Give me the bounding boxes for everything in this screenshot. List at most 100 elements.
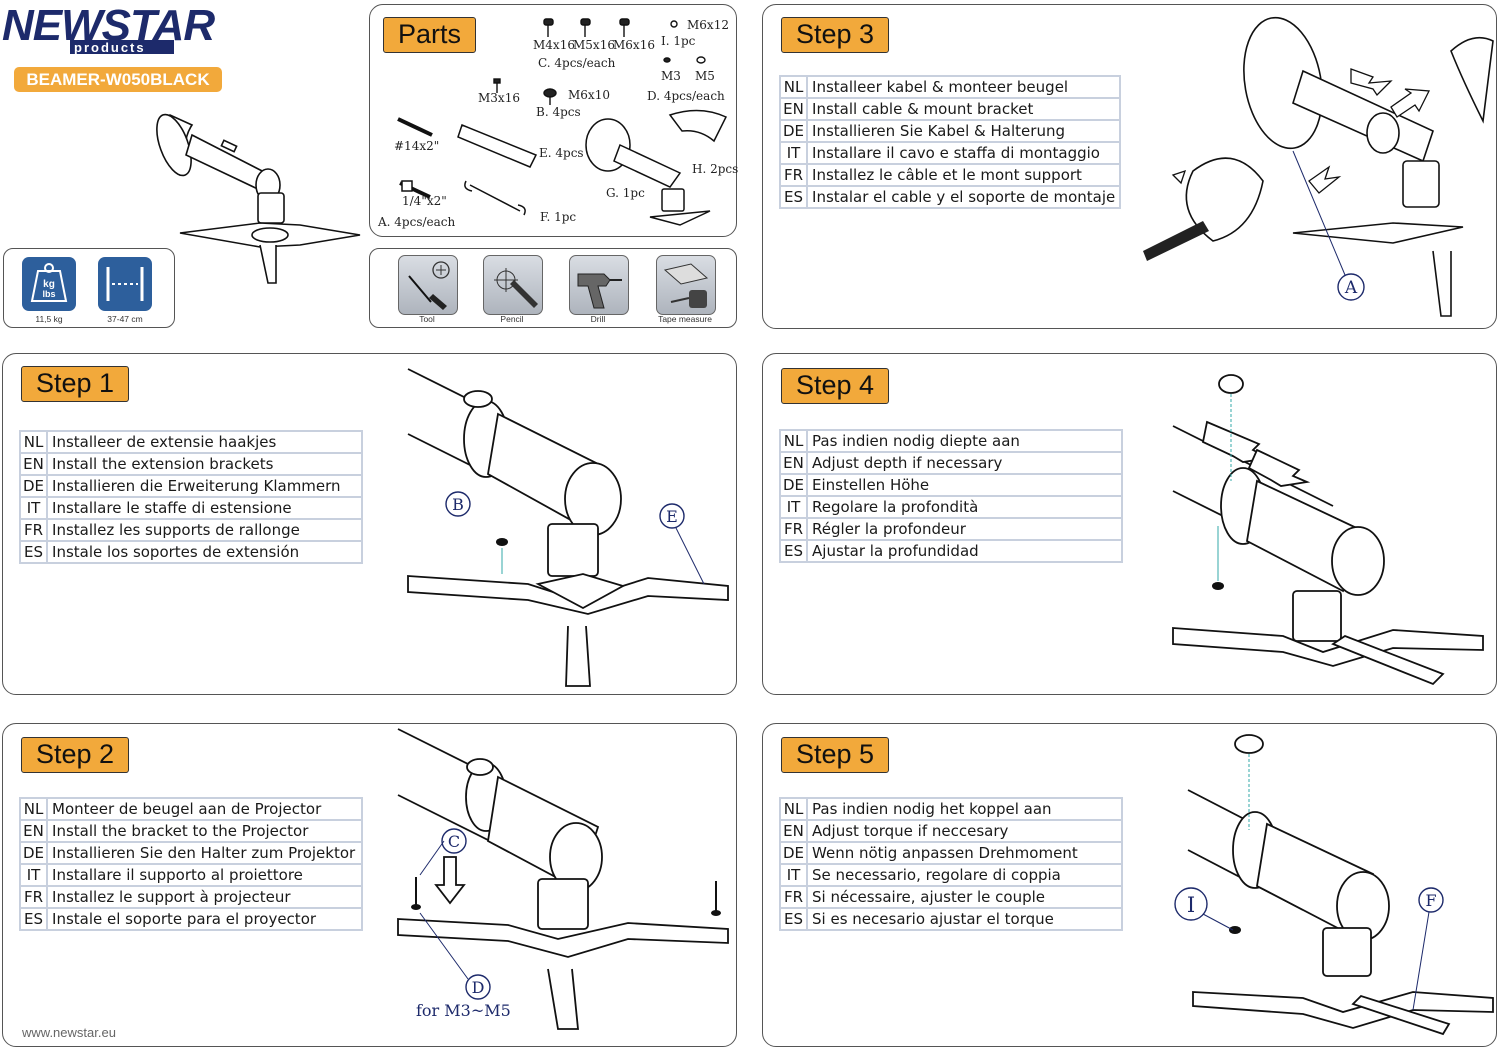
label-b: B. 4pcs (536, 105, 581, 119)
label-m6x10: M6x10 (568, 88, 610, 102)
newstar-logo: NEWSTAR products (2, 1, 216, 55)
label-m5x16: M5x16 (573, 38, 615, 52)
instruction-text: Installare le staffe di estensione (46, 496, 363, 520)
instruction-text: Monteer de beugel aan de Projector (46, 797, 363, 821)
lang-code: ES (778, 185, 809, 209)
instruction-text: Instale el soporte para el proyector (46, 907, 363, 931)
label-m6x16: M6x16 (613, 38, 655, 52)
instruction-text: Installare il supporto al proiettore (46, 863, 363, 887)
lang-code: NL (778, 75, 809, 99)
instruction-text: Installare il cavo e staffa di montaggio (806, 141, 1122, 165)
step2-title: Step 2 (21, 737, 130, 773)
tape-measure-label: Tape measure (658, 314, 712, 324)
label-f: F. 1pc (540, 210, 577, 224)
lang-code: DE (778, 841, 809, 865)
pencil-icon (483, 255, 543, 315)
lang-code: FR (18, 885, 49, 909)
step4-title: Step 4 (781, 368, 890, 404)
instruction-text: Ajustar la profundidad (806, 539, 1123, 563)
step3-title: Step 3 (781, 17, 890, 53)
lang-code: ES (18, 907, 49, 931)
step3-illustration: A (1143, 16, 1494, 317)
svg-text:kg: kg (43, 279, 55, 290)
callout-i: I (1187, 893, 1195, 917)
instruction-text: Installeer kabel & monteer beugel (806, 75, 1122, 99)
weight-label: 11,5 kg (35, 314, 63, 324)
lang-code: IT (18, 863, 49, 887)
lang-code: NL (778, 429, 809, 453)
callout-a: A (1344, 278, 1358, 298)
step5-illustration: I F (1174, 734, 1494, 1036)
instruction-text: Install cable & mount bracket (806, 97, 1122, 121)
instruction-text: Wenn nötig anpassen Drehmoment (806, 841, 1123, 865)
tools-panel: Tool Pencil Drill Tape measure (369, 248, 737, 328)
label-m5: M5 (695, 69, 715, 83)
lang-code: IT (778, 863, 809, 887)
instruction-text: Se necessario, regolare di coppia (806, 863, 1123, 887)
label-e: E. 4pcs (539, 146, 584, 160)
callout-c: C (448, 832, 460, 851)
instruction-text: Regolare la profondità (806, 495, 1123, 519)
lang-code: EN (778, 451, 809, 475)
parts-title: Parts (383, 17, 477, 53)
lang-code: ES (778, 907, 809, 931)
lang-code: ES (778, 539, 809, 563)
lang-code: ES (18, 540, 49, 564)
step2-note: for M3~M5 (416, 1001, 511, 1020)
drill-label: Drill (590, 314, 606, 324)
model-number: BEAMER-W050BLACK (14, 67, 222, 92)
lang-code: NL (18, 797, 49, 821)
label-i: I. 1pc (661, 34, 696, 48)
label-c: C. 4pcs/each (538, 56, 616, 70)
step2-illustration: C D (397, 728, 729, 1030)
distance-label: 37-47 cm (107, 314, 143, 324)
tool-label: Tool (419, 314, 435, 324)
mount-product-illustration (156, 113, 361, 284)
instruction-text: Installeer de extensie haakjes (46, 430, 363, 454)
label-g: G. 1pc (606, 186, 645, 200)
instruction-text: Si es necesario ajustar el torque (806, 907, 1123, 931)
lang-code: NL (778, 797, 809, 821)
tape-measure-icon (656, 255, 716, 315)
lang-code: EN (18, 452, 49, 476)
callout-b: B (452, 495, 464, 514)
drill-icon (569, 255, 629, 315)
label-d: D. 4pcs/each (647, 89, 725, 103)
instruction-text: Régler la profondeur (806, 517, 1123, 541)
lang-code: EN (778, 819, 809, 843)
step1-illustration: B E (407, 368, 729, 687)
lang-code: EN (18, 819, 49, 843)
instruction-text: Installez les supports de rallonge (46, 518, 363, 542)
lang-code: IT (18, 496, 49, 520)
lang-code: DE (18, 474, 49, 498)
step1-title: Step 1 (21, 366, 130, 402)
